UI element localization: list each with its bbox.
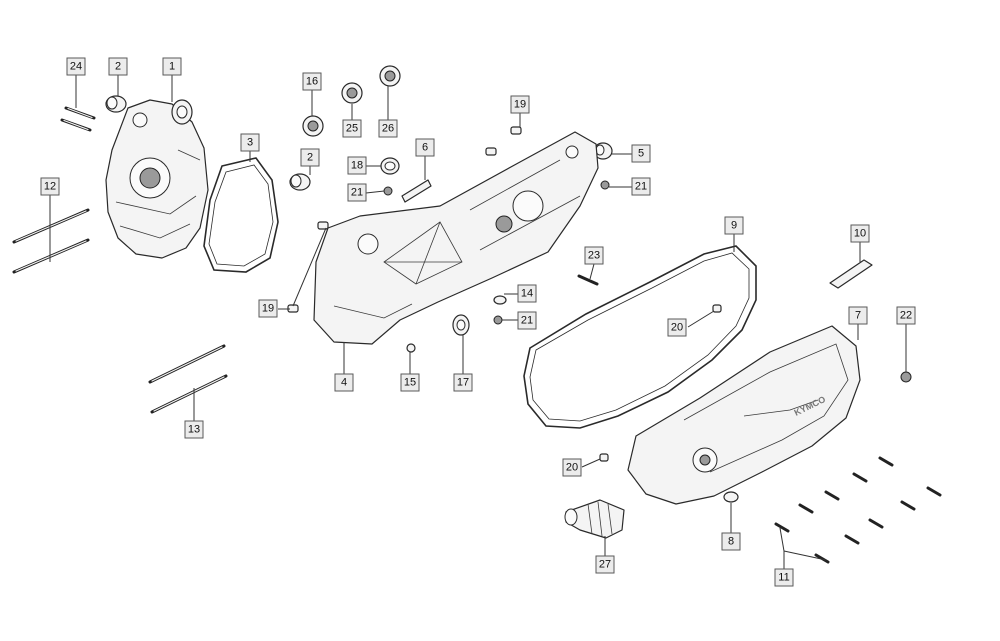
callout-20-upper-label: 20 xyxy=(671,322,683,334)
part-25-bearing xyxy=(341,82,363,104)
part-12-studs xyxy=(12,208,90,274)
callout-9-label: 9 xyxy=(731,220,737,232)
callout-9: 9 xyxy=(724,216,744,235)
callout-20-upper: 20 xyxy=(667,318,687,337)
callout-26: 26 xyxy=(378,119,398,138)
callout-6-label: 6 xyxy=(422,142,428,154)
callout-2a: 2 xyxy=(108,57,128,76)
part-18-oil-seal xyxy=(380,157,400,175)
callout-21-right: 21 xyxy=(631,177,651,196)
callout-3: 3 xyxy=(240,133,260,152)
callout-13-label: 13 xyxy=(188,424,200,436)
callout-18: 18 xyxy=(347,156,367,175)
callout-21-left-label: 21 xyxy=(351,187,363,199)
part-20-pin-upper xyxy=(712,304,722,313)
callout-20-lower: 20 xyxy=(562,458,582,477)
callout-19-top-label: 19 xyxy=(514,99,526,111)
callout-18-label: 18 xyxy=(351,160,363,172)
part-22-bolt xyxy=(900,371,912,383)
callout-5-label: 5 xyxy=(638,148,644,160)
callout-4: 4 xyxy=(334,373,354,392)
part-16-bearing xyxy=(302,115,324,137)
part-11-cover-bolts xyxy=(774,456,942,564)
part-21-bolt-c xyxy=(493,315,503,325)
part-27-intake-duct xyxy=(564,499,625,539)
callout-17-label: 17 xyxy=(457,377,469,389)
callout-25: 25 xyxy=(342,119,362,138)
part-24-bolts xyxy=(60,106,96,132)
callout-27-label: 27 xyxy=(599,559,611,571)
callout-21-mid: 21 xyxy=(517,311,537,330)
callout-6: 6 xyxy=(415,138,435,157)
callout-5: 5 xyxy=(631,144,651,163)
callout-4-label: 4 xyxy=(341,377,347,389)
callout-16: 16 xyxy=(302,72,322,91)
callout-24-label: 24 xyxy=(70,61,82,73)
part-14-washer xyxy=(493,295,507,305)
callout-7: 7 xyxy=(848,306,868,325)
part-17-oil-seal xyxy=(452,314,470,336)
callout-23-label: 23 xyxy=(588,250,600,262)
leader-lines xyxy=(49,74,907,569)
callout-13: 13 xyxy=(184,420,204,439)
callout-11-label: 11 xyxy=(778,572,789,584)
callout-14: 14 xyxy=(517,284,537,303)
part-8-cap xyxy=(723,491,739,503)
callout-23: 23 xyxy=(584,246,604,265)
callout-15-label: 15 xyxy=(404,377,416,389)
callout-7-label: 7 xyxy=(855,310,861,322)
part-10-clip xyxy=(829,259,873,289)
callout-10-label: 10 xyxy=(854,228,866,240)
callout-21-mid-label: 21 xyxy=(521,315,533,327)
callout-19-top: 19 xyxy=(510,95,530,114)
part-2-bushing-top xyxy=(105,95,127,113)
callout-2b-label: 2 xyxy=(307,152,313,164)
part-13-studs xyxy=(148,344,228,414)
part-3-gasket xyxy=(203,157,279,273)
callout-19-left-label: 19 xyxy=(262,303,274,315)
part-1-crankcase-right xyxy=(105,99,209,259)
callout-25-label: 25 xyxy=(346,123,358,135)
callout-1: 1 xyxy=(162,57,182,76)
part-6-bracket xyxy=(401,179,432,203)
part-20-pin-lower xyxy=(599,453,609,462)
callout-19-left: 19 xyxy=(258,299,278,318)
callout-21-left: 21 xyxy=(347,183,367,202)
callout-21-right-label: 21 xyxy=(635,181,647,193)
part-21-bolt-b xyxy=(600,180,610,190)
callout-22: 22 xyxy=(896,306,916,325)
callout-27: 27 xyxy=(595,555,615,574)
callout-14-label: 14 xyxy=(521,288,533,300)
callout-16-label: 16 xyxy=(306,76,318,88)
part-26-bearing xyxy=(379,65,401,87)
callout-1-label: 1 xyxy=(169,61,175,73)
callout-26-label: 26 xyxy=(382,123,394,135)
part-2-bushing-middle xyxy=(289,173,311,191)
callout-24: 24 xyxy=(66,57,86,76)
callout-10: 10 xyxy=(850,224,870,243)
callout-2b: 2 xyxy=(300,148,320,167)
callout-2a-label: 2 xyxy=(115,61,121,73)
callout-20-lower-label: 20 xyxy=(566,462,578,474)
callout-12: 12 xyxy=(40,177,60,196)
part-15-plug xyxy=(406,343,416,353)
callout-11: 11 xyxy=(774,568,794,587)
callout-22-label: 22 xyxy=(900,310,912,322)
callout-3-label: 3 xyxy=(247,137,253,149)
part-23-bolt xyxy=(577,274,599,286)
part-9-cover-gasket xyxy=(523,245,757,429)
callout-15: 15 xyxy=(400,373,420,392)
part-21-bolt-a xyxy=(383,186,393,196)
callout-17: 17 xyxy=(453,373,473,392)
callout-8-label: 8 xyxy=(728,536,734,548)
part-19-dowel-top xyxy=(485,126,522,156)
part-4-crankcase-left xyxy=(313,131,599,345)
part-7-crankcase-cover: KYMCO xyxy=(627,325,861,505)
callout-8: 8 xyxy=(721,532,741,551)
callout-12-label: 12 xyxy=(44,181,56,193)
